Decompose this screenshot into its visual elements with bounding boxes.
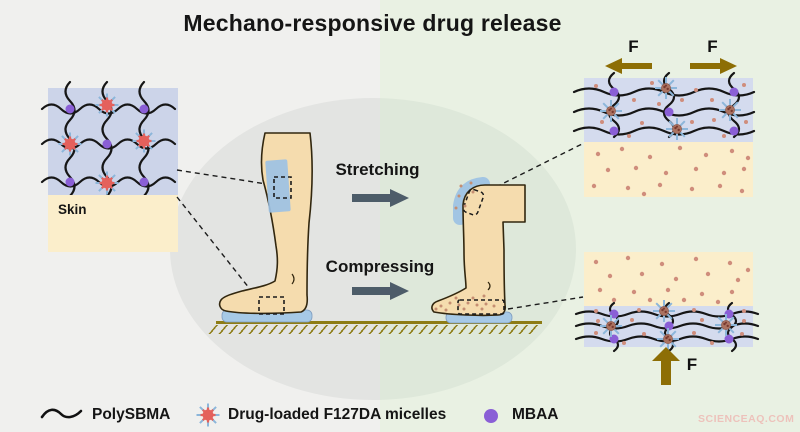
force-label-top-left: F [628, 37, 639, 56]
force-arrow-right-icon [690, 58, 737, 74]
released-drug-dots-knee [454, 181, 475, 210]
released-drug-dots-skin [591, 145, 751, 197]
force-label-top-right: F [707, 37, 718, 56]
polysbma-wave-icon [40, 408, 83, 419]
force-arrow-left-icon [605, 58, 652, 74]
ground-line [216, 321, 542, 324]
stretching-label: Stretching [335, 160, 420, 179]
stretched-network-panel [572, 71, 756, 142]
micelle-icon [195, 402, 221, 428]
knee-patch [453, 177, 490, 225]
watermark: SCIENCEAQ.COM [698, 413, 795, 425]
legend-label-micelles: Drug-loaded F127DA micelles [228, 406, 447, 423]
calf-zoom-rect [273, 176, 292, 199]
legend-label-mbaa: MBAA [512, 406, 559, 423]
force-label-bottom: F [686, 355, 698, 374]
leg-shape [218, 132, 313, 315]
mbaa-dot-icon [484, 409, 498, 423]
compressing-label: Compressing [325, 257, 435, 276]
skin-label: Skin [58, 202, 87, 217]
ground-hatching [208, 325, 542, 334]
compressing-arrow-icon [352, 282, 409, 300]
released-drug-dots-gel [594, 308, 746, 345]
knee-zoom-rect [462, 188, 485, 216]
skin-box [48, 195, 178, 252]
released-drug-dots-skin [593, 255, 751, 305]
compressed-network-panel [574, 299, 760, 353]
legend-label-polysbma: PolySBMA [92, 406, 171, 423]
bent-leg [431, 177, 526, 324]
released-drug-dots-gel [594, 81, 748, 138]
standing-leg [218, 132, 313, 323]
stretched-skin-panel [584, 142, 753, 197]
force-arrow-up-icon [652, 347, 680, 385]
leg-shape [431, 184, 526, 317]
compressed-skin-panel [584, 252, 753, 306]
stretching-arrow-icon [352, 189, 409, 207]
foot-zoom-rect [457, 299, 505, 315]
relaxed-network-panel [40, 80, 178, 198]
calf-patch [265, 159, 291, 213]
page-title: Mechano-responsive drug release [183, 10, 562, 36]
